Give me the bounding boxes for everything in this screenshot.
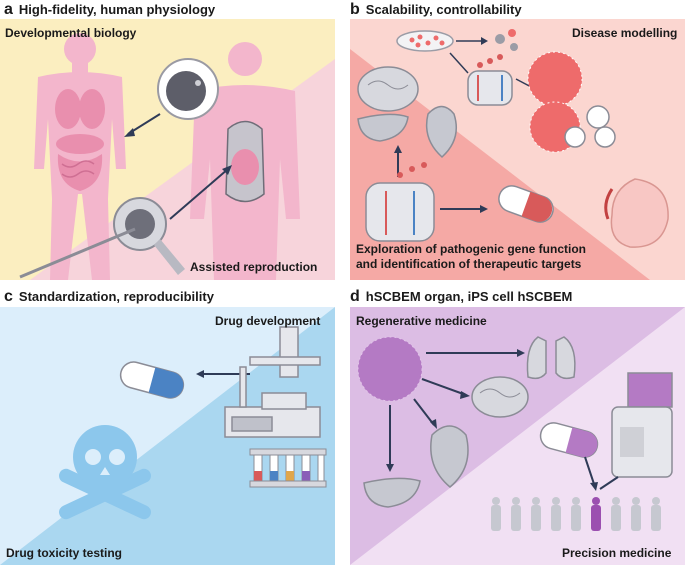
lab-robot-icon [224,326,321,438]
fetus-icon [604,178,669,248]
panel-b-top-label: Disease modelling [572,26,678,40]
panel-c-top-label: Drug development [215,314,321,328]
brain-icon [357,66,419,112]
panel-b-bottom-label: Exploration of pathogenic gene function … [356,242,586,272]
panel-a-top-label: Developmental biology [5,26,137,40]
panel-c: Drug development Drug toxicity testing [0,307,335,565]
panel-d-illustration [350,307,685,565]
heart-icon [430,425,469,488]
virus-icon [564,105,616,148]
capsule-icon [539,422,599,458]
oocyte-icon [157,58,219,120]
panel-a-title-text: High-fidelity, human physiology [18,2,216,17]
panel-d-bottom-label: Precision medicine [562,546,672,560]
test-tubes-icon [249,448,327,488]
panel-d-letter: d [350,288,360,305]
panel-c-title: c Standardization, reproducibility [4,288,214,306]
panel-a-illustration [0,19,335,280]
liver-icon [357,113,409,142]
panel-c-letter: c [4,288,13,305]
panel-a-bottom-label: Assisted reproduction [190,260,318,274]
panel-a-title: a High-fidelity, human physiology [4,1,215,19]
panel-c-title-text: Standardization, reproducibility [18,289,214,304]
panel-b: Disease modelling Exploration of pathoge… [350,19,685,280]
petri-dish-icon [396,30,454,52]
population-icon [491,497,661,531]
panel-b-bottom-line1: Exploration of pathogenic gene function [356,242,586,256]
panel-a-letter: a [4,1,13,18]
liver-icon [363,477,421,508]
lungs-icon [526,336,576,380]
gene-editing-icon [467,54,513,106]
panel-b-illustration [350,19,685,280]
panel-d: Regenerative medicine Precision medicine [350,307,685,565]
panel-a: Developmental biology Assisted reproduct… [0,19,335,280]
panel-b-letter: b [350,1,360,18]
molecule-icon [495,29,518,51]
heart-icon [425,105,457,159]
panel-d-title: d hSCBEM organ, iPS cell hSCBEM [350,288,572,306]
organ-set-icon [55,89,105,191]
gene-function-device-icon [365,162,435,242]
panel-d-top-label: Regenerative medicine [356,314,487,328]
capsule-icon [119,361,185,399]
panel-c-bottom-label: Drug toxicity testing [6,546,123,560]
skull-crossbones-icon [59,425,151,520]
brain-icon [471,376,529,418]
capsule-icon [498,185,554,223]
pipette-icon [19,197,185,279]
panel-b-bottom-line2: and identification of therapeutic target… [356,257,582,271]
uterus-icon [225,120,265,203]
sequencer-icon [611,372,673,478]
panel-b-title: b Scalability, controllability [350,1,522,19]
panel-d-title-text: hSCBEM organ, iPS cell hSCBEM [365,289,573,304]
panel-b-title-text: Scalability, controllability [365,2,522,17]
stem-cell-icon [357,336,423,402]
panel-c-illustration [0,307,335,565]
